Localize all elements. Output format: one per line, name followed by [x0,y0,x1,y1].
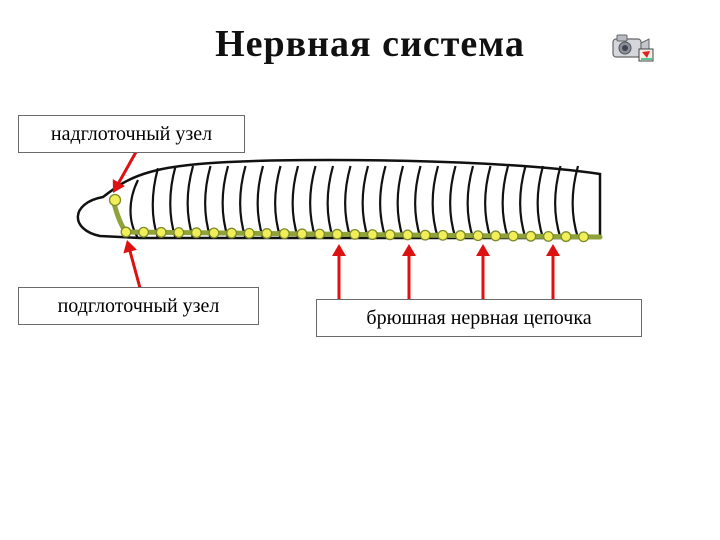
ganglion [173,227,185,239]
ganglion [454,230,466,241]
ganglion [437,229,449,241]
arrow-line [117,150,138,185]
arrow-head [402,244,416,256]
ganglion [314,228,326,240]
ganglion [331,228,343,240]
ganglion [419,229,431,241]
body-segment [536,165,545,239]
label-ventral-nerve-chain: брюшная нервная цепочка [316,299,642,337]
ganglion [243,227,255,239]
ganglion [120,226,132,238]
arrow-head [332,244,346,256]
ganglion [578,231,590,243]
ganglion [208,227,220,239]
ganglion [507,230,519,242]
body-segment [466,165,475,239]
body-segment [554,165,562,239]
ganglion [366,229,378,241]
body-segment [449,165,457,239]
ganglion [472,230,484,242]
ganglion [138,226,150,238]
ganglion [490,230,502,242]
ganglion [525,230,537,242]
camera-icon[interactable] [611,30,655,64]
pointer-arrows [112,150,560,301]
ganglion [226,227,238,239]
body-segment [519,165,527,239]
label-supraesophageal-ganglion: надглоточный узел [18,115,245,153]
body-segment [431,165,440,239]
ganglion [296,228,308,240]
arrow-head [476,244,490,256]
body-segment [414,165,422,239]
arrow-head [112,179,125,193]
page-title: Нервная система [215,23,525,65]
body-segment [484,165,492,239]
ganglion [560,231,572,243]
body-segment [361,165,370,239]
ganglion [384,229,396,241]
ganglion [349,228,361,240]
ganglion [155,226,167,238]
ganglion [190,227,202,239]
ganglion [108,193,122,207]
body-segment [396,165,405,239]
body-segment [344,165,352,239]
ganglion [278,228,290,240]
label-subesophageal-ganglion: подглоточный узел [18,287,259,325]
ganglion [542,230,554,242]
arrow-head [123,240,137,254]
arrow-line [128,250,142,290]
body-segment [571,165,580,239]
ganglia [108,193,590,243]
body-segment [379,165,387,239]
ganglion [402,229,414,241]
ganglion [261,228,273,239]
body-segment [501,165,510,239]
arrow-head [546,244,560,256]
